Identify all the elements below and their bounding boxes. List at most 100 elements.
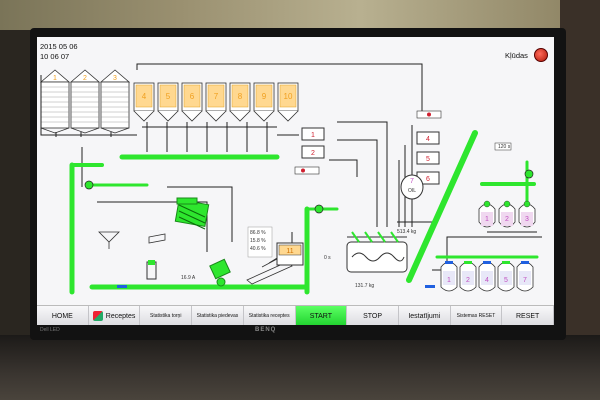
pump-center-icon[interactable]: [314, 204, 324, 214]
valve-blue-2[interactable]: [425, 285, 435, 288]
percent-2: 15.8 %: [250, 238, 266, 244]
main-silo-label: 8: [238, 92, 243, 101]
tank-bottom-1[interactable]: 1: [440, 261, 458, 292]
nav-statistika-torni[interactable]: Statistika torņi: [140, 306, 193, 325]
tank-top-label: 3: [525, 216, 529, 223]
main-silo-8[interactable]: 8: [229, 82, 251, 122]
bottom-navigation: HOME Receptes Statistika torņi Statistik…: [37, 305, 554, 325]
tank-bottom-2[interactable]: 2: [459, 261, 477, 292]
pump-left-icon[interactable]: [84, 180, 94, 190]
main-silo-label: 10: [284, 92, 293, 101]
storage-tanks-top: 1 2 3: [478, 200, 536, 228]
small-bin-2-label: 2: [311, 150, 315, 157]
nav-sistemas-reset-label: Sistemas RESET: [456, 313, 496, 319]
nav-iestatijumi[interactable]: Iestatījumi: [398, 306, 451, 325]
nav-receptes[interactable]: Receptes: [88, 306, 141, 325]
bin-small-top: [148, 260, 155, 265]
left-silo-2[interactable]: 2: [69, 69, 101, 134]
pump-right-icon[interactable]: [524, 169, 534, 179]
background-wall: [0, 0, 600, 30]
main-silo-9[interactable]: 9: [253, 82, 275, 122]
tank-bottom-label: 4: [485, 277, 489, 284]
left-silo-label: 1: [53, 75, 57, 82]
nav-statistika-piedevas[interactable]: Statistika piedevas: [192, 306, 244, 325]
tank-bottom-3[interactable]: 4: [478, 261, 496, 292]
right-bin-6-label: 6: [426, 176, 430, 183]
tank-bottom-label: 2: [466, 277, 470, 284]
nav-statistika-receptes-label: Statistika receptes: [248, 313, 290, 319]
tank-bottom-label: 5: [504, 277, 508, 284]
nav-statistika-receptes[interactable]: Statistika receptes: [243, 306, 296, 325]
main-silo-label: 9: [262, 92, 267, 101]
tank-top-3[interactable]: 3: [518, 200, 536, 228]
nav-sistemas-reset[interactable]: Sistemas RESET: [450, 306, 503, 325]
nav-stop-label: STOP: [363, 312, 383, 320]
errors-alarm-button[interactable]: [534, 48, 548, 62]
valve-blue-1[interactable]: [117, 285, 127, 288]
background-desk: [0, 335, 600, 400]
small-bin-1-label: 1: [311, 132, 315, 139]
nav-iestatijumi-label: Iestatījumi: [408, 312, 441, 320]
percent-1: 86.8 %: [250, 230, 266, 236]
tank-bottom-4[interactable]: 5: [497, 261, 515, 292]
left-silo-1[interactable]: 1: [39, 69, 71, 134]
main-silo-10[interactable]: 10: [277, 82, 299, 122]
storage-tanks-bottom: 1 2 4 5 7: [440, 261, 534, 292]
conveyor-system: [69, 130, 539, 295]
elev-rate-box: [494, 142, 512, 151]
tank-bottom-label: 1: [447, 277, 451, 284]
tank-top-2[interactable]: 2: [498, 200, 516, 228]
tank-top-label: 1: [485, 216, 489, 223]
background-right: [560, 0, 600, 400]
oil-tank-label: OIL: [408, 188, 416, 194]
left-silo-3[interactable]: 3: [99, 69, 131, 134]
errors-label: Kļūdas: [505, 51, 528, 60]
mixer-weight-readout: 131.7 kg: [355, 283, 374, 289]
tank-bottom-5[interactable]: 7: [516, 261, 534, 292]
percent-3: 40.6 %: [250, 246, 266, 252]
monitor-model-label: Dell LED: [40, 327, 60, 333]
tank-top-1[interactable]: 1: [478, 200, 496, 228]
bin-11: 11: [276, 242, 304, 266]
elev-rate-readout: 120 s: [498, 144, 511, 150]
oil-tank-number: 7: [410, 178, 414, 185]
nav-home-label: HOME: [51, 312, 73, 320]
main-silo-7[interactable]: 7: [205, 82, 227, 122]
pink-bins: 1 2 4 5 6: [301, 127, 440, 185]
readout-percent: 86.8 % 15.8 % 40.6 %: [247, 226, 273, 258]
right-bin-5-label: 5: [426, 156, 430, 163]
main-silo-label: 4: [142, 92, 147, 101]
silo-piping: [40, 63, 542, 271]
nav-start[interactable]: START: [295, 306, 348, 325]
bin-11-label: 11: [286, 248, 293, 255]
main-silo-label: 5: [166, 92, 171, 101]
main-silo-6[interactable]: 6: [181, 82, 203, 122]
sieve-machine[interactable]: [174, 197, 210, 230]
main-silo-5[interactable]: 5: [157, 82, 179, 122]
main-silo-4[interactable]: 4: [133, 82, 155, 122]
main-mixer[interactable]: [346, 231, 408, 273]
monitor-brand: BENQ: [255, 327, 277, 333]
nav-statistika-torni-label: Statistika torņi: [150, 313, 182, 319]
time-display: 10 06 07: [40, 52, 70, 61]
feed-weight-readout: 513.4 kg: [397, 229, 416, 235]
small-left-readout: 0 s: [324, 255, 331, 261]
tank-bottom-label: 7: [523, 277, 527, 284]
nav-reset-label: RESET: [516, 312, 540, 320]
oil-tank: 7 OIL: [400, 174, 424, 200]
nav-stop[interactable]: STOP: [347, 306, 399, 325]
left-silo-label: 3: [113, 75, 117, 82]
right-bin-4-label: 4: [426, 136, 430, 143]
left-silo-group: 1 2 3: [39, 69, 131, 134]
hoist-left: [98, 231, 166, 249]
nav-home[interactable]: HOME: [37, 306, 89, 325]
meter-dials: [294, 110, 442, 175]
nav-statistika-piedevas-label: Statistika piedevas: [196, 313, 239, 319]
nav-start-label: START: [309, 312, 333, 320]
nav-reset[interactable]: RESET: [502, 306, 554, 325]
mill-motor[interactable]: [209, 258, 231, 287]
nav-receptes-label: Receptes: [105, 312, 136, 320]
left-silo-label: 2: [83, 75, 87, 82]
